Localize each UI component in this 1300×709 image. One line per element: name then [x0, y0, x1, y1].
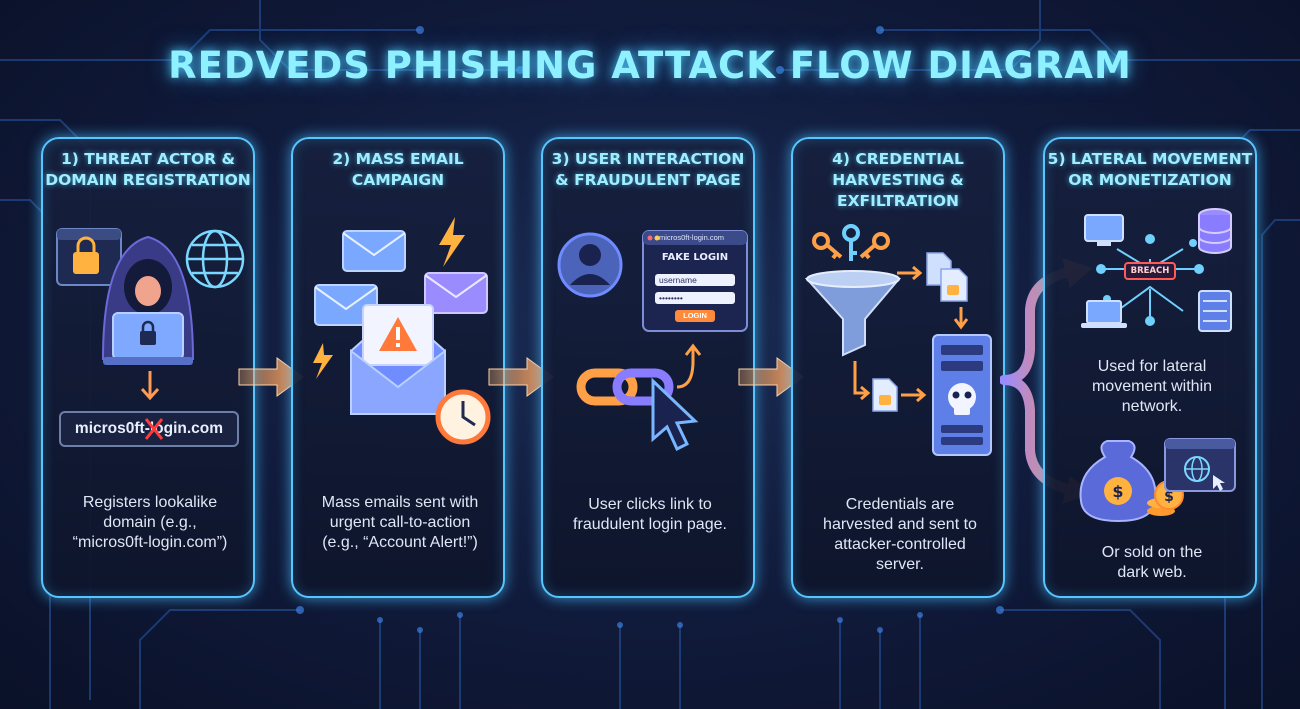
step-4-illustration	[804, 224, 992, 456]
fake-login-window	[642, 230, 748, 332]
fake-login-button[interactable]: LOGIN	[683, 311, 707, 320]
funnel-icon	[804, 270, 902, 357]
globe-icon	[185, 229, 245, 289]
fake-login-heading: FAKE LOGIN	[661, 252, 729, 263]
step-3-title: 3) USER INTERACTION & FRAUDULENT PAGE	[551, 150, 745, 189]
chain-link-icon	[576, 368, 674, 406]
fake-username-field[interactable]: username	[659, 275, 697, 285]
server-skull-icon	[932, 334, 992, 456]
document-lock-icon-bottom	[872, 378, 898, 412]
server-rack-icon	[1198, 290, 1232, 332]
step-1-description: Registers lookalike domain (e.g., “micro…	[72, 494, 228, 551]
desktop-computer-icon	[1084, 214, 1124, 246]
step-3-panel: 3) USER INTERACTION & FRAUDULENT PAGE	[541, 137, 755, 598]
laptop-icon	[1081, 300, 1127, 328]
svg-text:$: $	[1164, 489, 1174, 505]
down-arrow-icon	[140, 371, 160, 401]
up-arrow-icon	[676, 343, 702, 389]
arrow-to-server	[901, 387, 927, 403]
step-1-panel: 1) THREAT ACTOR & DOMAIN REGISTRATION	[41, 137, 255, 598]
document-lock-icon-top	[926, 252, 968, 302]
monetization-text: Or sold on the dark web.	[1101, 544, 1203, 581]
domain-text: micros0ft-login.com	[74, 420, 224, 437]
step-3-illustration	[557, 230, 748, 452]
step-2-title: 2) MASS EMAIL CAMPAIGN	[332, 150, 464, 189]
key-icons	[812, 224, 890, 261]
email-envelope-icon-right	[424, 272, 488, 314]
cross-out-icon	[144, 418, 164, 440]
data-flow-arrows	[853, 265, 969, 401]
flow-arrow-3	[738, 357, 804, 397]
money-bag-icon: $	[1079, 440, 1157, 523]
svg-text:$: $	[1112, 482, 1123, 501]
email-envelope-icon-small	[342, 230, 406, 272]
step-5-panel: 5) LATERAL MOVEMENT OR MONETIZATION	[1043, 137, 1257, 598]
fake-password-field[interactable]: ••••••••	[659, 293, 683, 303]
lookalike-domain-label: micros0ft-login.com	[59, 411, 239, 447]
diagram-title: REDVEDS PHISHING ATTACK FLOW DIAGRAM	[168, 44, 1132, 87]
breach-badge	[1124, 262, 1176, 280]
step-1-title: 1) THREAT ACTOR & DOMAIN REGISTRATION	[45, 150, 251, 189]
hooded-hacker-icon	[101, 235, 195, 365]
lateral-movement-text: Used for lateral movement within network…	[1091, 358, 1213, 415]
step-5-illustration: $ $	[1079, 208, 1236, 523]
database-icon	[1198, 208, 1232, 254]
browser-lock-icon	[56, 228, 122, 286]
step-4-description: Credentials are harvested and sent to at…	[823, 496, 977, 573]
mouse-cursor-icon	[651, 377, 699, 452]
step-4-panel: 4) CREDENTIAL HARVESTING & EXFILTRATION	[791, 137, 1005, 598]
step-3-description: User clicks link to fraudulent login pag…	[573, 496, 727, 533]
step-5-title: 5) LATERAL MOVEMENT OR MONETIZATION	[1047, 150, 1253, 189]
lightning-icon	[313, 217, 465, 379]
fake-login-url: micros0ft-login.com	[659, 233, 725, 242]
step-2-illustration	[313, 217, 491, 445]
step-2-description: Mass emails sent with urgent call-to-act…	[321, 494, 479, 551]
alert-envelope-icon	[350, 304, 446, 415]
step-1-illustration	[56, 228, 245, 401]
flow-arrow-2	[488, 357, 554, 397]
dark-web-browser-icon	[1164, 438, 1236, 492]
clock-icon	[435, 389, 491, 445]
user-avatar-icon	[557, 232, 623, 298]
step-2-panel: 2) MASS EMAIL CAMPAIGN	[291, 137, 505, 598]
breach-label: BREACH	[1130, 266, 1170, 276]
step-4-title: 4) CREDENTIAL HARVESTING & EXFILTRATION	[832, 150, 964, 210]
flow-arrow-1	[238, 357, 304, 397]
